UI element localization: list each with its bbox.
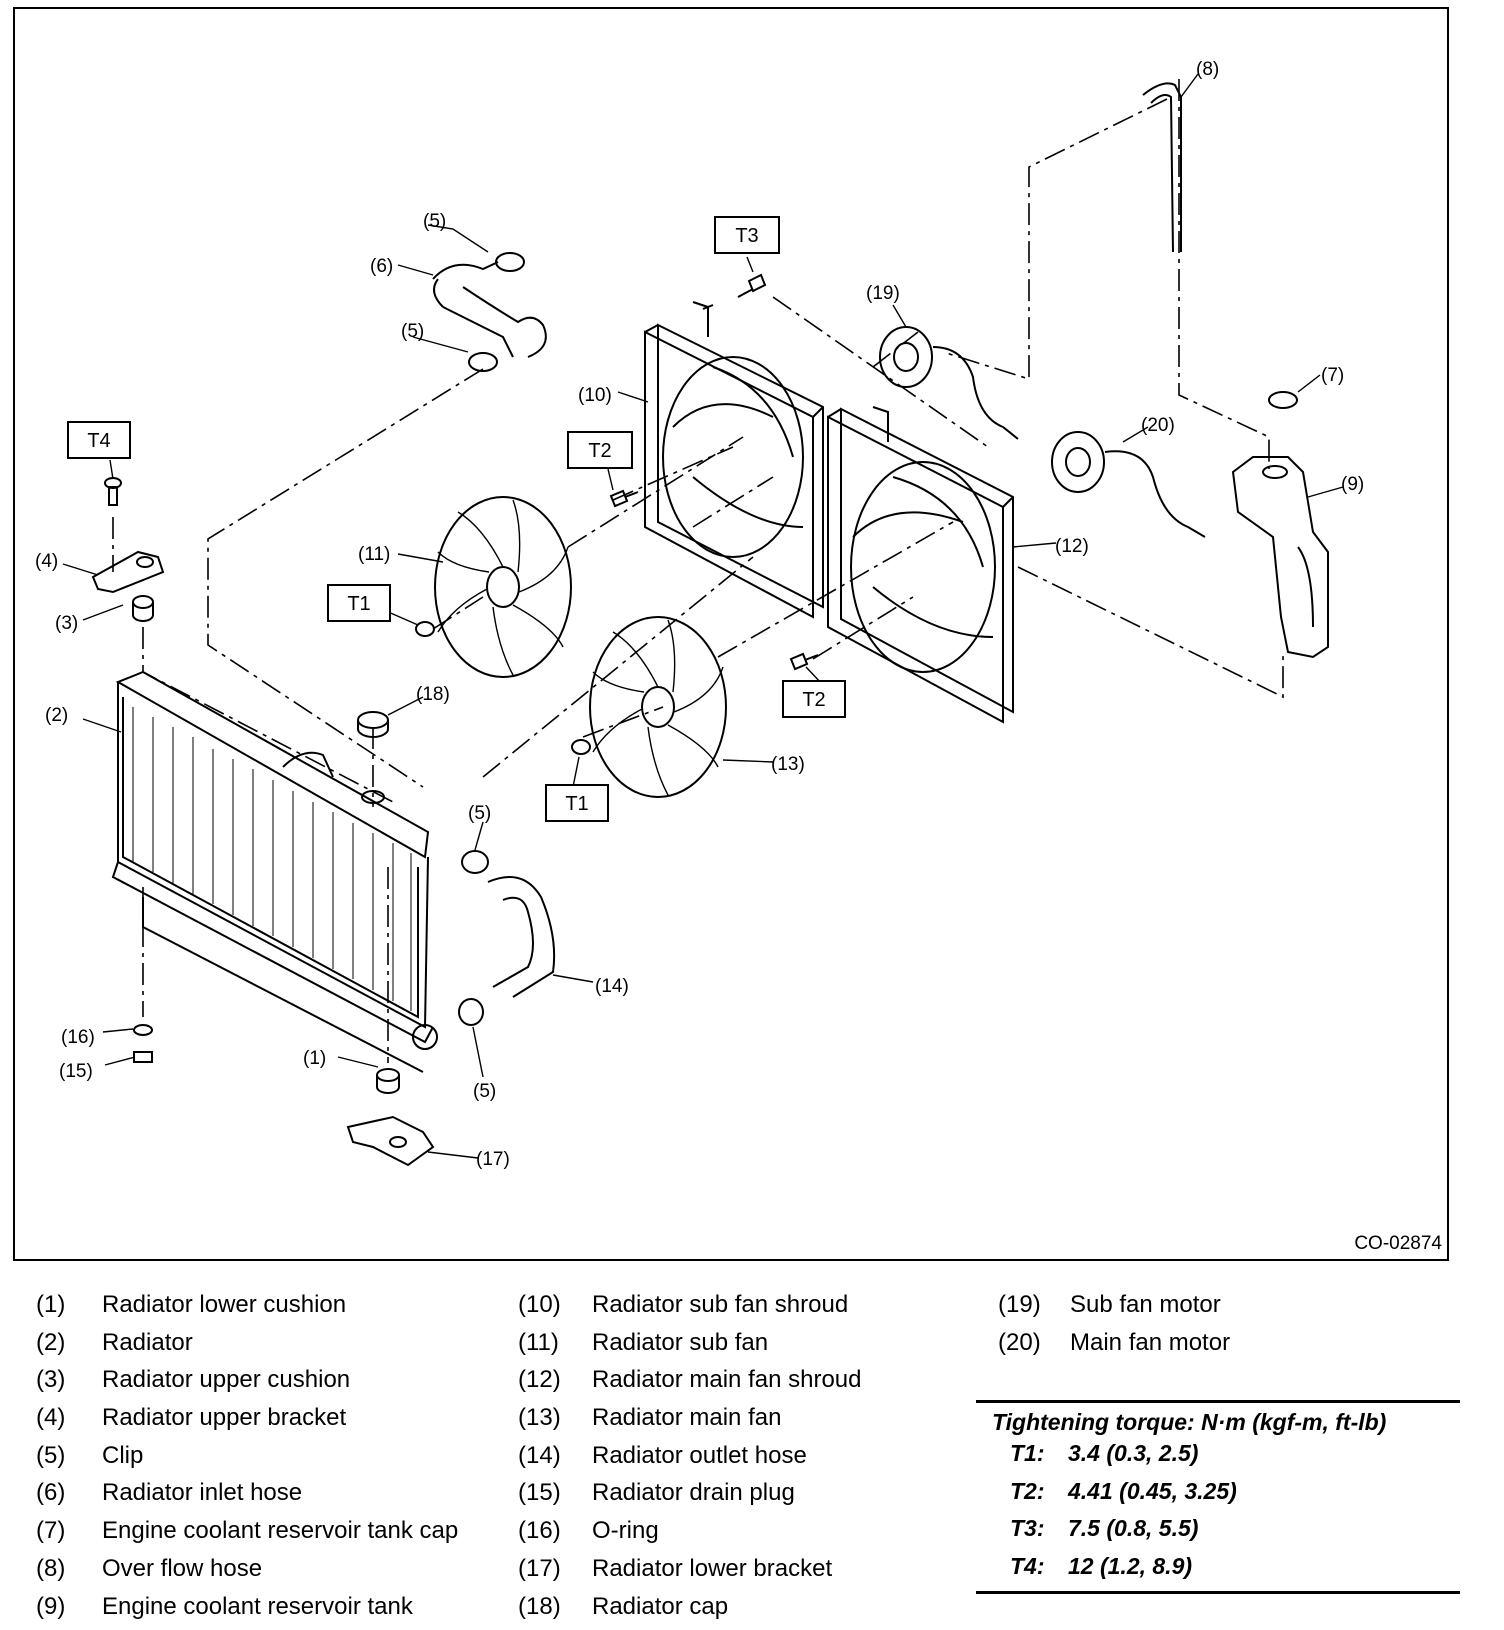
callout-12: (12) [1055, 536, 1089, 557]
outlet-hose [458, 850, 556, 1026]
exploded-parts-diagram: T3 T2 T4 T1 T2 T1 (1) (2) (3) (4) (5) (5… [35, 59, 1364, 1170]
torque-tags: T3 T2 T4 T1 T2 T1 [67, 216, 846, 822]
sub-fan-motor [879, 326, 1019, 440]
torque-row: T3:7.5 (0.8, 5.5) [1010, 1515, 1199, 1542]
lower-parts [133, 1024, 435, 1167]
assembly-lines [112, 79, 1284, 1063]
callout-5-mid: (5) [401, 321, 424, 342]
tag-t1-lower: T1 [565, 793, 588, 815]
sub-fan [434, 496, 572, 678]
callout-2: (2) [45, 705, 68, 726]
callout-10: (10) [578, 385, 612, 406]
diagram-frame [13, 7, 1449, 1261]
tag-t2-upper: T2 [588, 440, 611, 462]
callouts: (1) (2) (3) (4) (5) (5) (5) (5) (6) (7) … [35, 59, 1364, 1170]
callout-19: (19) [866, 283, 900, 304]
reservoir-cap [1268, 391, 1298, 409]
radiator-cap [357, 711, 389, 804]
callout-18: (18) [416, 684, 450, 705]
callout-20: (20) [1141, 415, 1175, 436]
torque-row: T1:3.4 (0.3, 2.5) [1010, 1440, 1199, 1466]
callout-16: (16) [61, 1027, 95, 1048]
torque-row: T4:12 (1.2, 8.9) [1010, 1553, 1193, 1580]
callout-9: (9) [1341, 474, 1364, 495]
tag-t1-upper: T1 [347, 593, 370, 615]
main-fan [589, 616, 727, 798]
callout-4: (4) [35, 551, 58, 572]
callout-11: (11) [358, 544, 390, 565]
callout-17: (17) [476, 1149, 510, 1170]
tag-t4: T4 [87, 430, 110, 452]
callout-6: (6) [370, 256, 393, 277]
overflow-hose [1142, 82, 1182, 253]
callout-8: (8) [1196, 59, 1219, 80]
callout-1: (1) [303, 1048, 326, 1069]
torque-title: Tightening torque: N·m (kgf-m, ft-lb) [992, 1409, 1387, 1435]
callout-7: (7) [1321, 365, 1344, 386]
callout-15: (15) [59, 1061, 93, 1082]
callout-5-top: (5) [423, 211, 446, 232]
callout-3: (3) [55, 613, 78, 634]
callout-5-outlet-lower: (5) [473, 1081, 496, 1102]
callout-5-outlet-upper: (5) [468, 803, 491, 824]
upper-bracket [91, 477, 165, 622]
leader-lines [62, 73, 1344, 1159]
sub-fan-shroud [644, 301, 824, 619]
tag-t2-lower: T2 [802, 689, 825, 711]
reservoir-tank [1231, 456, 1329, 659]
inlet-hose [432, 252, 547, 372]
main-fan-shroud [827, 406, 1014, 724]
torque-row: T2:4.41 (0.45, 3.25) [1010, 1477, 1237, 1504]
tag-t3: T3 [735, 225, 758, 247]
figure-code: CO-02874 [1354, 1233, 1442, 1254]
callout-14: (14) [595, 976, 629, 997]
torque-bottom-rule [976, 1590, 1460, 1594]
main-fan-motor [1051, 431, 1206, 538]
callout-13: (13) [771, 754, 805, 775]
radiator [111, 670, 438, 1073]
torque-table: Tightening torque: N·m (kgf-m, ft-lb) T1… [976, 1400, 1460, 1594]
fasteners [415, 273, 819, 755]
torque-top-rule [976, 1400, 1460, 1403]
